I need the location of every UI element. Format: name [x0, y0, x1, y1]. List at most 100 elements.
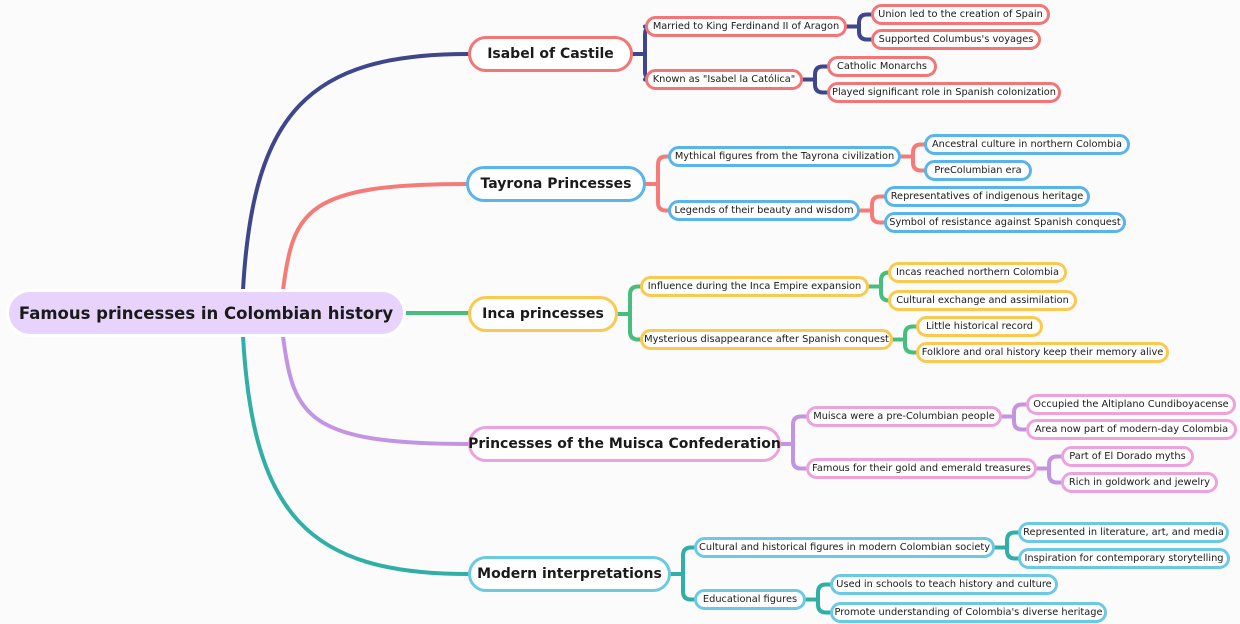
connector-l2-1-0-branch-1 [911, 154, 926, 173]
connector-l2-4-1-branch-0 [816, 582, 832, 602]
detail-3-1-1[interactable]: Rich in goldwork and jewelry [1061, 472, 1218, 493]
detail-1-0-0-label: Ancestral culture in northern Colombia [931, 139, 1123, 150]
detail-4-1-1-label: Promote understanding of Colombia's dive… [834, 607, 1103, 618]
subtopic-1-0-label: Mythical figures from the Tayrona civili… [674, 151, 895, 162]
detail-0-0-1-label: Supported Columbus's voyages [878, 34, 1034, 45]
connector-l2-3-0-branch-0 [1012, 402, 1028, 419]
subtopic-1-1-label: Legends of their beauty and wisdom [674, 205, 854, 216]
detail-0-0-0[interactable]: Union led to the creation of Spain [871, 4, 1050, 25]
detail-4-1-0-label: Used in schools to teach history and cul… [836, 579, 1052, 590]
detail-2-0-0[interactable]: Incas reached northern Colombia [888, 262, 1067, 283]
detail-3-0-0-label: Occupied the Altiplano Cundiboyacense [1033, 399, 1229, 410]
connector-l2-2-1-branch-0 [903, 324, 918, 342]
detail-4-0-0-label: Represented in literature, art, and medi… [1023, 527, 1224, 538]
detail-2-0-1[interactable]: Cultural exchange and assimilation [888, 290, 1077, 311]
detail-0-0-0-label: Union led to the creation of Spain [878, 9, 1043, 20]
detail-0-1-1[interactable]: Played significant role in Spanish colon… [827, 82, 1061, 103]
detail-1-0-1-label: PreColumbian era [934, 165, 1022, 176]
subtopic-4-0[interactable]: Cultural and historical figures in moder… [694, 537, 995, 558]
topic-0-label: Isabel of Castile [487, 46, 614, 62]
connector-l1-1-branch-1 [656, 182, 670, 213]
connector-l1-1-branch-0 [656, 154, 670, 186]
detail-2-1-1[interactable]: Folklore and oral history keep their mem… [916, 342, 1169, 363]
connector-l2-0-1-branch-1 [813, 77, 829, 95]
detail-2-1-1-label: Folklore and oral history keep their mem… [921, 347, 1164, 358]
subtopic-0-0[interactable]: Married to King Ferdinand II of Aragon [645, 16, 847, 37]
subtopic-0-1[interactable]: Known as "Isabel la Católica" [645, 69, 803, 90]
connector-l2-3-0-branch-1 [1012, 414, 1028, 432]
connector-l2-2-1-branch-1 [903, 337, 918, 355]
topic-4-label: Modern interpretations [477, 566, 662, 582]
subtopic-3-1[interactable]: Famous for their gold and emerald treasu… [806, 458, 1037, 479]
root-connector-3 [281, 334, 470, 446]
connector-l2-1-1-branch-0 [870, 194, 886, 213]
root-connector-1 [281, 182, 468, 292]
detail-1-1-1[interactable]: Symbol of resistance against Spanish con… [884, 212, 1126, 233]
subtopic-1-0[interactable]: Mythical figures from the Tayrona civili… [668, 146, 901, 167]
detail-4-0-1[interactable]: Inspiration for contemporary storytellin… [1018, 548, 1230, 569]
detail-0-1-0-label: Catholic Monarchs [837, 61, 928, 72]
detail-1-1-0[interactable]: Representatives of indigenous heritage [884, 186, 1090, 207]
subtopic-3-0[interactable]: Muisca were a pre-Columbian people [806, 406, 1002, 427]
detail-0-0-1[interactable]: Supported Columbus's voyages [871, 29, 1041, 50]
topic-3[interactable]: Princesses of the Muisca Confederation [468, 426, 781, 462]
topic-4[interactable]: Modern interpretations [468, 556, 671, 592]
connector-l2-4-0-branch-0 [1005, 530, 1020, 550]
topic-0[interactable]: Isabel of Castile [468, 36, 633, 72]
detail-3-1-0[interactable]: Part of El Dorado myths [1061, 446, 1194, 467]
detail-2-1-0-label: Little historical record [926, 321, 1033, 332]
detail-0-1-1-label: Played significant role in Spanish colon… [832, 87, 1056, 98]
connector-l1-2-branch-1 [628, 312, 642, 342]
root-connector-0 [241, 52, 470, 292]
detail-0-1-0[interactable]: Catholic Monarchs [827, 56, 937, 77]
subtopic-2-0-label: Influence during the Inca Empire expansi… [647, 281, 862, 292]
connector-l2-4-0-branch-1 [1005, 545, 1020, 561]
connector-l1-4-branch-1 [681, 572, 696, 602]
detail-3-0-0[interactable]: Occupied the Altiplano Cundiboyacense [1026, 394, 1236, 415]
subtopic-0-0-label: Married to King Ferdinand II of Aragon [652, 21, 840, 32]
detail-1-0-1[interactable]: PreColumbian era [924, 160, 1032, 181]
subtopic-4-1-label: Educational figures [702, 594, 798, 605]
detail-4-1-1[interactable]: Promote understanding of Colombia's dive… [830, 602, 1107, 623]
connector-l2-0-0-branch-1 [857, 24, 873, 42]
subtopic-3-1-label: Famous for their gold and emerald treasu… [812, 463, 1031, 474]
connector-l2-1-0-branch-0 [911, 142, 926, 159]
detail-1-1-1-label: Symbol of resistance against Spanish con… [889, 217, 1121, 228]
subtopic-2-1[interactable]: Mysterious disappearance after Spanish c… [640, 329, 893, 350]
connector-l1-2-branch-0 [628, 284, 642, 316]
connector-l1-3-branch-1 [791, 442, 808, 471]
detail-4-0-0[interactable]: Represented in literature, art, and medi… [1018, 522, 1229, 543]
subtopic-2-0[interactable]: Influence during the Inca Empire expansi… [640, 276, 869, 297]
topic-2[interactable]: Inca princesses [468, 296, 618, 332]
connector-l2-3-1-branch-1 [1047, 466, 1063, 485]
topic-3-label: Princesses of the Muisca Confederation [468, 436, 781, 452]
detail-4-1-0[interactable]: Used in schools to teach history and cul… [830, 574, 1058, 595]
topic-2-label: Inca princesses [482, 306, 604, 322]
detail-2-0-1-label: Cultural exchange and assimilation [896, 295, 1069, 306]
subtopic-1-1[interactable]: Legends of their beauty and wisdom [668, 200, 860, 221]
subtopic-4-0-label: Cultural and historical figures in moder… [699, 542, 990, 553]
subtopic-0-1-label: Known as "Isabel la Católica" [652, 74, 796, 85]
detail-3-0-1[interactable]: Area now part of modern-day Colombia [1026, 419, 1237, 440]
connector-l2-0-0-branch-0 [857, 12, 873, 29]
detail-4-0-1-label: Inspiration for contemporary storytellin… [1024, 553, 1224, 564]
subtopic-4-1[interactable]: Educational figures [694, 589, 806, 610]
detail-3-1-1-label: Rich in goldwork and jewelry [1068, 477, 1211, 488]
connector-l2-1-1-branch-1 [870, 208, 886, 225]
connector-l2-3-1-branch-0 [1047, 454, 1063, 471]
connector-l1-3-branch-0 [791, 414, 808, 446]
topic-1[interactable]: Tayrona Princesses [466, 166, 646, 202]
detail-2-1-0[interactable]: Little historical record [916, 316, 1043, 337]
root-topic[interactable]: Famous princesses in Colombian history [6, 289, 406, 337]
subtopic-3-0-label: Muisca were a pre-Columbian people [813, 411, 995, 422]
detail-1-0-0[interactable]: Ancestral culture in northern Colombia [924, 134, 1130, 155]
root-connector-4 [241, 334, 470, 576]
detail-2-0-0-label: Incas reached northern Colombia [895, 267, 1060, 278]
connector-l2-0-1-branch-0 [813, 64, 829, 82]
subtopic-2-1-label: Mysterious disappearance after Spanish c… [644, 334, 889, 345]
detail-1-1-0-label: Representatives of indigenous heritage [890, 191, 1084, 202]
connector-l2-4-1-branch-1 [816, 597, 832, 615]
root-topic-label: Famous princesses in Colombian history [18, 303, 394, 323]
topic-1-label: Tayrona Princesses [480, 176, 632, 192]
